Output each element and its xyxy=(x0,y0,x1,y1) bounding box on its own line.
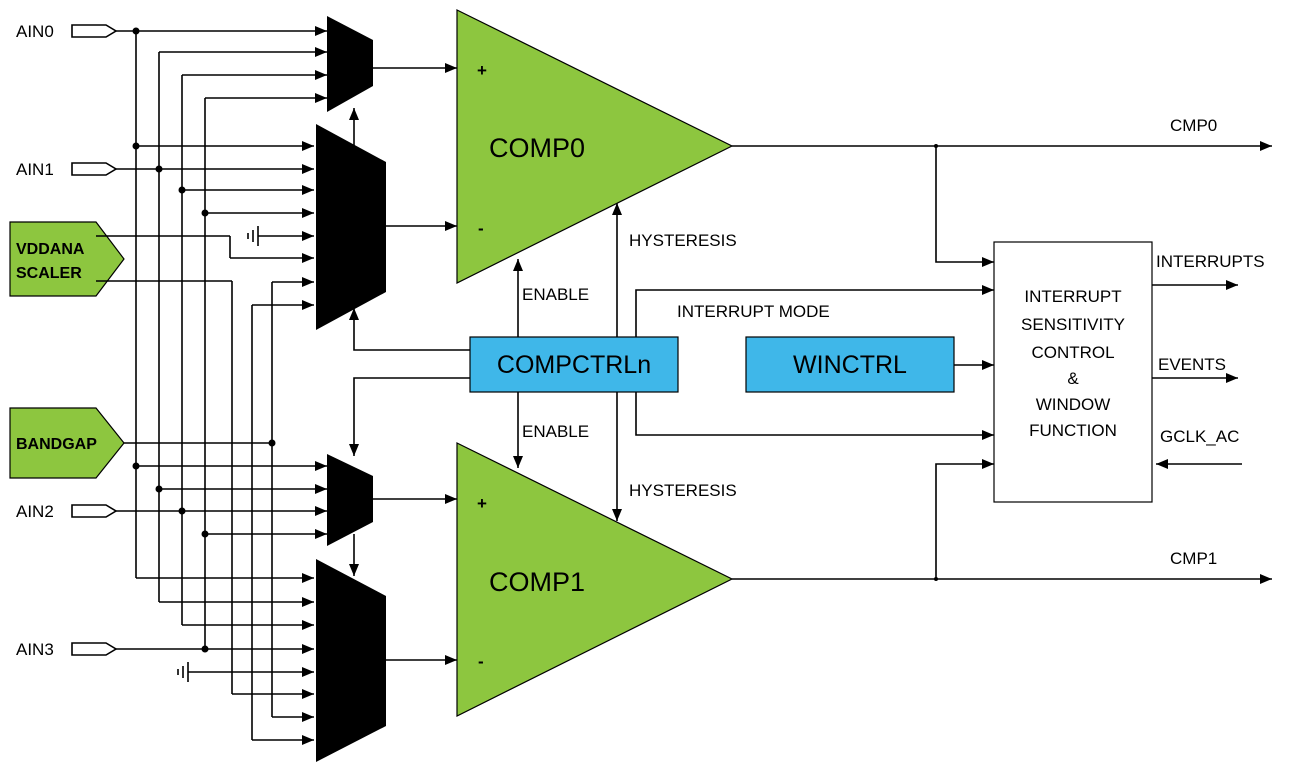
cmp0-label: CMP0 xyxy=(1170,116,1217,135)
comp0-plus-sign: + xyxy=(477,61,487,80)
comparator-comp1: COMP1 + - xyxy=(456,442,734,717)
vddana-label-line1: VDDANA xyxy=(16,241,85,258)
enable-label-bottom: ENABLE xyxy=(522,422,589,441)
comp1-minus-sign: - xyxy=(478,652,484,671)
comp1-label: COMP1 xyxy=(489,567,585,597)
ain0-label: AIN0 xyxy=(16,22,54,41)
comp0-label: COMP0 xyxy=(489,133,585,163)
gclk-ac-label: GCLK_AC xyxy=(1160,427,1239,446)
bandgap-block: BANDGAP xyxy=(9,407,125,479)
comp0-minus-sign: - xyxy=(478,219,484,238)
vddana-label-line2: SCALER xyxy=(16,265,82,282)
output-wires xyxy=(732,141,1272,584)
mux-comp0-positive xyxy=(327,16,373,112)
mux-input-wires xyxy=(136,26,327,745)
logic-line6: FUNCTION xyxy=(1029,421,1117,440)
ground-icon xyxy=(177,662,189,682)
logic-line1: INTERRUPT xyxy=(1024,287,1121,306)
mux-comp0-negative xyxy=(316,124,386,330)
hysteresis-label-top: HYSTERESIS xyxy=(629,231,737,250)
enable-label-top: ENABLE xyxy=(522,285,589,304)
winctrl-label: WINCTRL xyxy=(793,351,907,379)
comp1-plus-sign: + xyxy=(477,494,487,513)
pin-ain3: AIN3 xyxy=(16,640,118,659)
bandgap-label: BANDGAP xyxy=(16,436,97,453)
interrupts-label: INTERRUPTS xyxy=(1156,252,1265,271)
logic-line3: CONTROL xyxy=(1031,343,1114,362)
interrupt-window-block: INTERRUPT SENSITIVITY CONTROL & WINDOW F… xyxy=(993,241,1153,503)
cmp1-label: CMP1 xyxy=(1170,549,1217,568)
events-label: EVENTS xyxy=(1158,355,1226,374)
logic-line2: SENSITIVITY xyxy=(1021,315,1125,334)
vddana-scaler-block: VDDANA SCALER xyxy=(9,221,125,297)
mux-select-wires xyxy=(349,108,470,576)
mux-comp1-positive xyxy=(327,454,373,546)
pin-ain2: AIN2 xyxy=(16,502,118,521)
pin-ain0: AIN0 xyxy=(16,22,118,41)
logic-line4: & xyxy=(1067,369,1079,388)
mux-output-wires xyxy=(373,63,457,665)
hysteresis-label-bottom: HYSTERESIS xyxy=(629,481,737,500)
compctrl-register: COMPCTRLn xyxy=(469,336,679,393)
ain3-label: AIN3 xyxy=(16,640,54,659)
winctrl-register: WINCTRL xyxy=(745,336,955,393)
logic-line5: WINDOW xyxy=(1036,395,1111,414)
compctrl-label: COMPCTRLn xyxy=(497,351,651,379)
ain2-label: AIN2 xyxy=(16,502,54,521)
control-wires xyxy=(513,203,994,521)
interrupt-mode-label: INTERRUPT MODE xyxy=(677,302,830,321)
comparator-comp0: COMP0 + - xyxy=(456,9,734,284)
ain1-label: AIN1 xyxy=(16,160,54,179)
junction-dots xyxy=(132,27,276,653)
pin-ain1: AIN1 xyxy=(16,160,118,179)
ground-icon xyxy=(247,226,259,246)
input-buses xyxy=(96,30,273,740)
mux-comp1-negative xyxy=(316,559,386,762)
